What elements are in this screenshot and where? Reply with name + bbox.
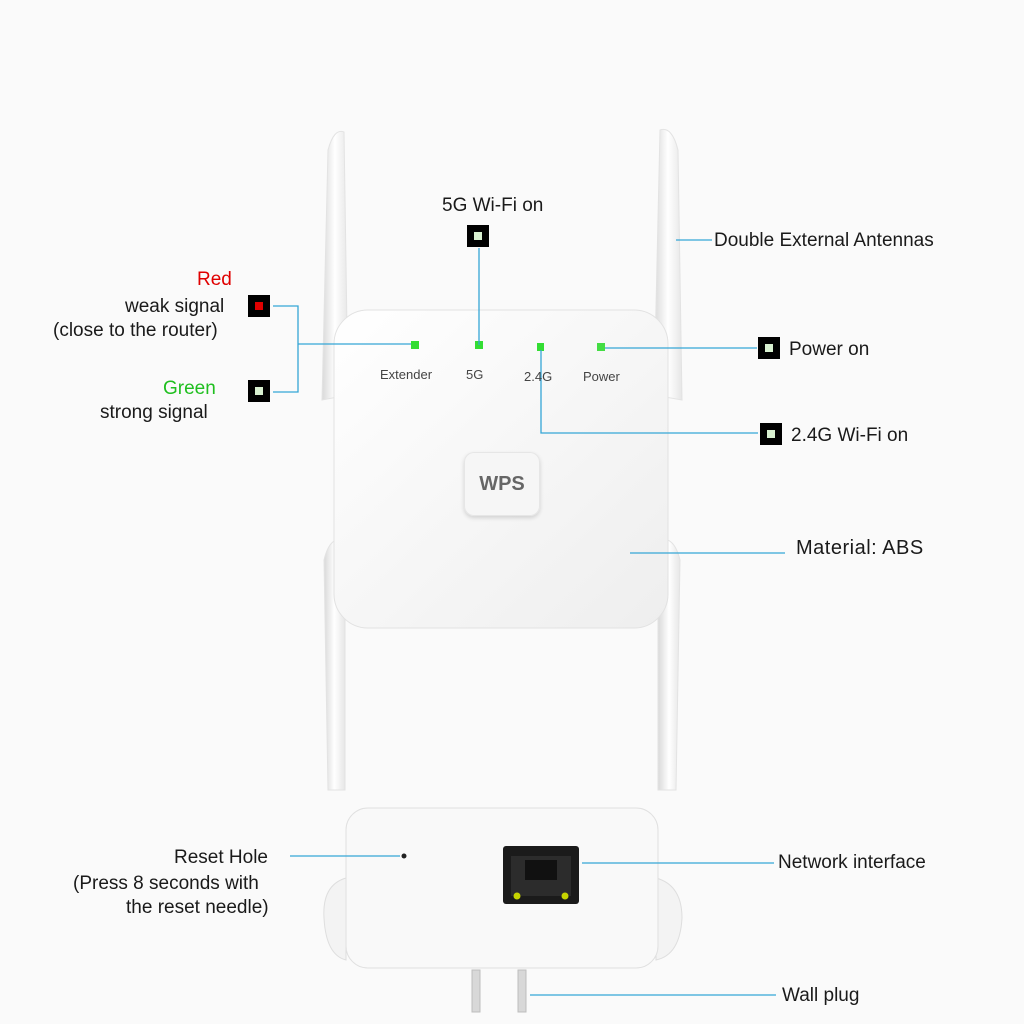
label-close-router: (close to the router)	[53, 320, 218, 341]
side-knob-left	[323, 877, 347, 961]
label-5g-wifi-on: 5G Wi-Fi on	[442, 195, 544, 216]
label-reset-hint-1: (Press 8 seconds with	[73, 873, 259, 894]
label-24g-wifi-on: 2.4G Wi-Fi on	[791, 425, 909, 446]
label-strong-signal: strong signal	[100, 402, 208, 423]
callout-lines	[273, 239, 785, 996]
label-weak-signal: weak signal	[125, 296, 225, 317]
indicator-green-icon	[248, 380, 270, 402]
label-material: Material: ABS	[796, 537, 924, 559]
indicator-power-icon	[758, 337, 780, 359]
led-24g	[537, 343, 544, 351]
plug-pin-left	[471, 969, 481, 1013]
label-power-on: Power on	[789, 339, 870, 360]
device-bottom-body	[345, 807, 659, 969]
plug-pin-right	[517, 969, 527, 1013]
led-label-24g: 2.4G	[524, 369, 553, 384]
led-extender	[411, 341, 419, 349]
label-red: Red	[197, 269, 232, 290]
port-led-left	[513, 892, 521, 900]
led-power	[597, 343, 605, 351]
indicator-24g-icon	[760, 423, 782, 445]
reset-hole	[401, 853, 407, 859]
side-knob-right	[655, 877, 683, 961]
label-network-interface: Network interface	[778, 852, 926, 873]
label-green: Green	[163, 378, 216, 399]
label-reset-hole: Reset Hole	[174, 847, 268, 868]
label-reset-hint-2: the reset needle)	[126, 897, 269, 918]
wps-button[interactable]: WPS	[464, 452, 540, 516]
led-label-5g: 5G	[466, 367, 484, 382]
indicator-5g-icon	[467, 225, 489, 247]
label-antennas: Double External Antennas	[714, 230, 934, 251]
led-label-power: Power	[583, 369, 620, 384]
led-label-extender: Extender	[380, 367, 433, 382]
indicator-red-icon	[248, 295, 270, 317]
port-led-right	[561, 892, 569, 900]
label-wall-plug: Wall plug	[782, 985, 860, 1006]
